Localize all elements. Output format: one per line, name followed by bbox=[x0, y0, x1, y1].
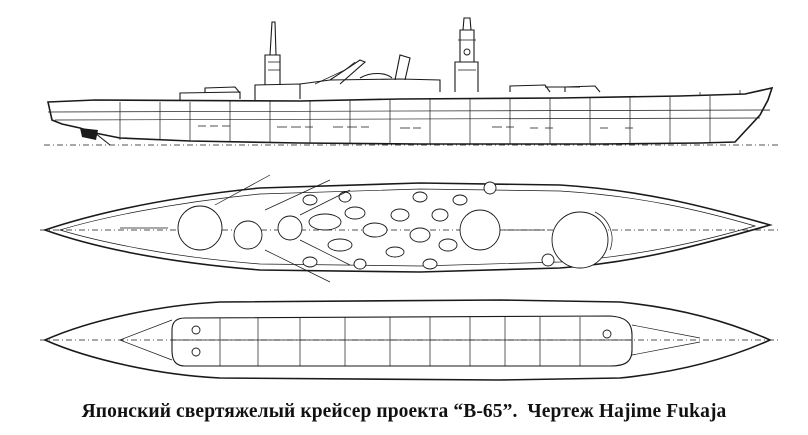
caption-credit: Чертеж Hajime Fukaja bbox=[527, 401, 727, 422]
caption-title: Японский свертяжелый крейсер проекта “B-… bbox=[81, 401, 518, 422]
drawing-caption: Японский свертяжелый крейсер проекта “B-… bbox=[0, 401, 808, 431]
side-profile-view bbox=[44, 17, 780, 146]
hull-plan-view bbox=[40, 299, 780, 381]
ship-drawing bbox=[40, 17, 780, 381]
deck-plan-view bbox=[40, 174, 780, 283]
